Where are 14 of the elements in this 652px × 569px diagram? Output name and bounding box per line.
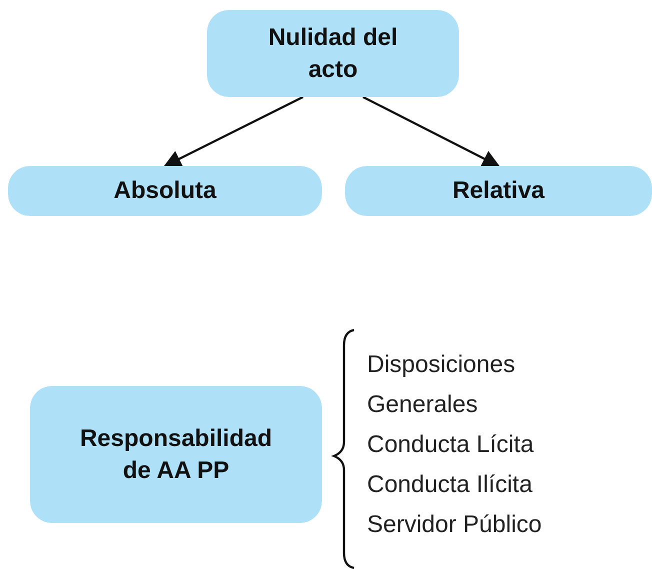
list-text: Servidor Público — [367, 510, 543, 540]
list-text: Disposiciones Generales — [367, 350, 516, 420]
node-label: Nulidad del acto — [267, 22, 399, 84]
rounded-box — [207, 10, 459, 97]
node-label: Responsabilidad de AA PP — [78, 424, 274, 486]
list-text: Conducta Ilícita — [367, 470, 534, 500]
arrow — [163, 96, 304, 167]
rounded-box — [8, 166, 322, 216]
node-label: Absoluta — [114, 176, 216, 206]
arrow — [362, 96, 500, 167]
node-label: Relativa — [452, 176, 545, 206]
list-text: Conducta Lícita — [367, 430, 535, 460]
rounded-box — [345, 166, 652, 216]
rounded-box — [30, 386, 322, 523]
